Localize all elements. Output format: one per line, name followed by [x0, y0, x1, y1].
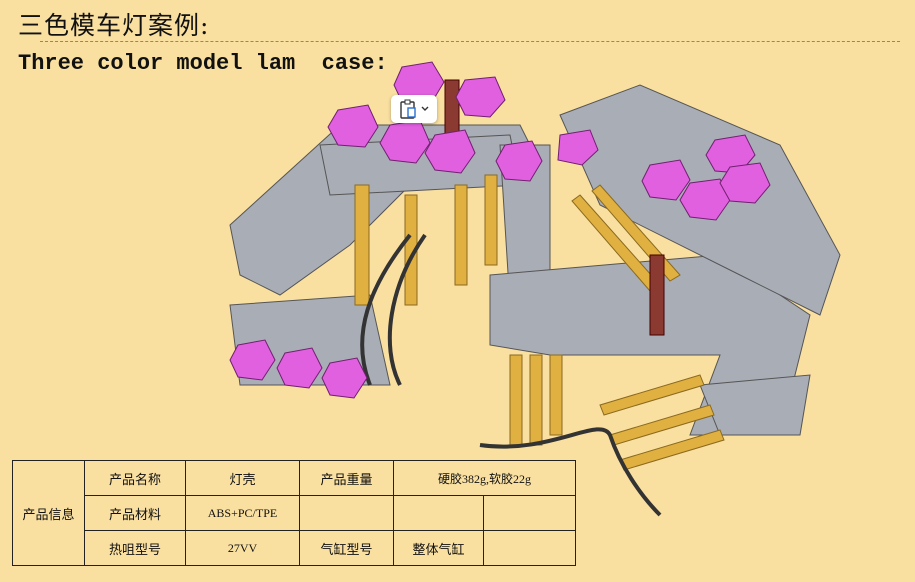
table-row: 产品材料 ABS+PC/TPE — [13, 495, 576, 531]
paste-options-button[interactable] — [391, 95, 437, 123]
table-cell: 产品名称 — [84, 460, 186, 496]
title-chinese: 三色模车灯案例: — [18, 11, 210, 40]
table-cell: 热咀型号 — [84, 530, 186, 566]
table-cell: 灯壳 — [185, 460, 300, 496]
table-cell: 整体气缸 — [393, 530, 484, 566]
table-row: 热咀型号 27VV 气缸型号 整体气缸 — [13, 530, 576, 566]
mold-hot-runner-image — [229, 61, 841, 517]
table-cell: 硬胶382g,软胶22g — [393, 460, 576, 496]
table-cell — [299, 495, 394, 531]
table-row: 产品信息 产品名称 灯壳 产品重量 硬胶382g,软胶22g — [12, 460, 576, 566]
chevron-down-icon — [421, 106, 428, 111]
table-cell: 产品材料 — [84, 495, 186, 531]
clipboard-icon — [399, 99, 416, 119]
table-cell: 气缸型号 — [299, 530, 394, 566]
product-info-table: 产品信息 产品名称 灯壳 产品重量 硬胶382g,软胶22g 产品材料 ABS+… — [12, 460, 576, 566]
table-cell — [483, 495, 576, 531]
group-label: 产品信息 — [12, 460, 85, 566]
table-cell: ABS+PC/TPE — [185, 495, 300, 531]
title-english: Three color model lam case: — [18, 51, 388, 76]
table-cell: 27VV — [185, 530, 300, 566]
table-cell — [483, 530, 576, 566]
divider — [40, 41, 900, 42]
